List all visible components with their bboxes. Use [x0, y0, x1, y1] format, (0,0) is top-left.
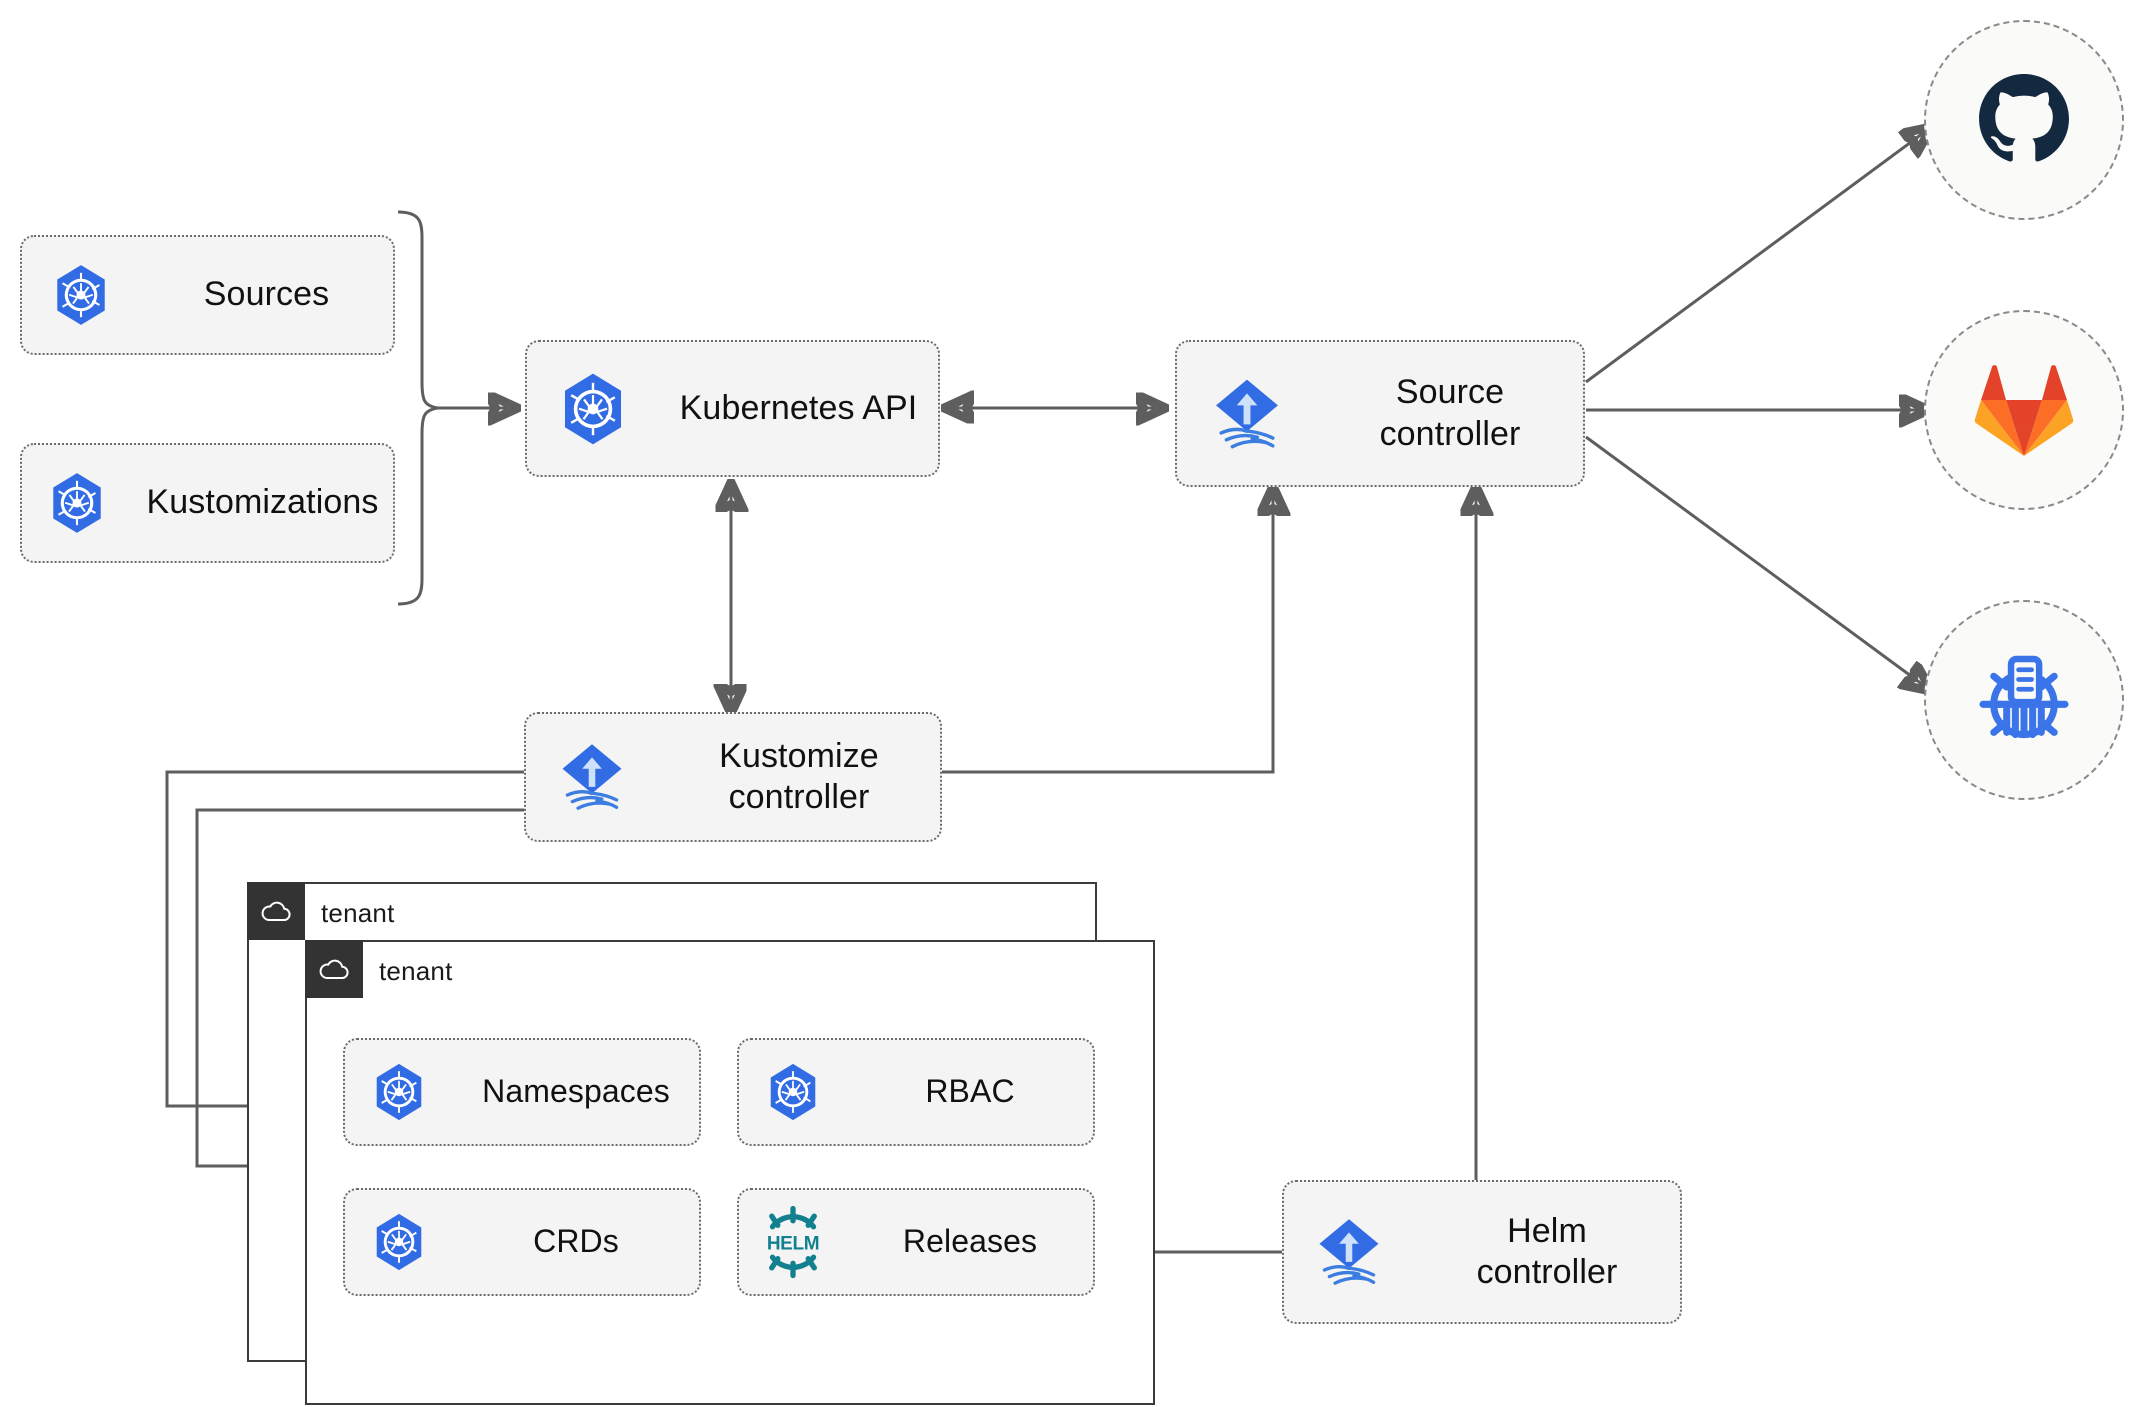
helm-repository-icon: [1979, 655, 2069, 739]
svg-text:HELM: HELM: [767, 1234, 819, 1255]
node-label: Kustomizations: [146, 483, 379, 522]
node-label: Namespaces: [482, 1073, 670, 1110]
node-label: RBAC: [925, 1073, 1015, 1110]
kubernetes-icon: [739, 1061, 847, 1123]
edge-source-helmrepo: [1585, 435, 1930, 690]
node-sources[interactable]: Sources: [20, 235, 395, 355]
flux-icon: [1284, 1211, 1414, 1293]
edge-source-github: [1585, 128, 1930, 384]
tenant-container-front[interactable]: tenant: [304, 939, 1155, 1405]
kubernetes-icon: [22, 262, 140, 328]
node-rbac[interactable]: RBAC: [737, 1038, 1095, 1146]
cloud-icon: [304, 939, 363, 998]
node-label: Source controller: [1379, 373, 1521, 453]
flux-icon: [526, 736, 658, 818]
external-helm-repository[interactable]: [1924, 600, 2124, 800]
node-label: Kubernetes API: [679, 388, 918, 427]
node-label: Kustomize controller: [719, 736, 879, 816]
external-github[interactable]: [1924, 20, 2124, 220]
node-label: Releases: [902, 1223, 1038, 1260]
tenant-label: tenant: [379, 955, 453, 986]
node-releases[interactable]: HELM Releases: [737, 1188, 1095, 1296]
gitlab-icon: [1974, 365, 2074, 456]
node-kubernetes-api[interactable]: Kubernetes API: [525, 340, 940, 477]
node-label: Sources: [203, 275, 330, 314]
node-label: CRDs: [533, 1223, 619, 1260]
edge-kustomize-source: [942, 488, 1273, 774]
helm-icon: HELM: [739, 1204, 847, 1280]
node-crds[interactable]: CRDs: [343, 1188, 701, 1296]
tenant-label: tenant: [321, 897, 395, 928]
node-label: Helm controller: [1476, 1211, 1618, 1291]
kubernetes-icon: [527, 370, 659, 448]
node-source-controller[interactable]: Source controller: [1175, 340, 1585, 487]
kubernetes-icon: [345, 1211, 453, 1273]
flux-icon: [1177, 371, 1317, 457]
external-gitlab[interactable]: [1924, 310, 2124, 510]
kubernetes-icon: [345, 1061, 453, 1123]
kubernetes-icon: [22, 470, 132, 536]
node-kustomizations[interactable]: Kustomizations: [20, 443, 395, 563]
node-helm-controller[interactable]: Helm controller: [1282, 1180, 1682, 1324]
node-kustomize-controller[interactable]: Kustomize controller: [524, 712, 942, 842]
github-icon: [1979, 74, 2069, 162]
edge-inputs-brace: [397, 210, 516, 606]
node-namespaces[interactable]: Namespaces: [343, 1038, 701, 1146]
cloud-icon: [246, 881, 305, 940]
